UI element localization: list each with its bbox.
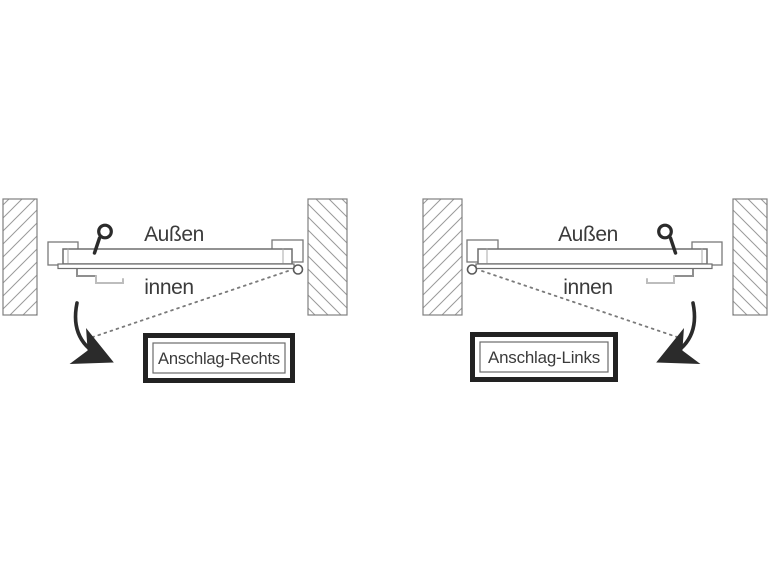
- lock-latch-step: [673, 265, 694, 277]
- lock-latch-step: [76, 265, 97, 277]
- caption-label: Anschlag-Rechts: [158, 349, 280, 368]
- swing-arrow: [69, 301, 114, 365]
- door-handle-stem: [92, 236, 102, 255]
- wall-left-hatched: [422, 198, 463, 316]
- caption-box-anschlag-rechts: Anschlag-Rechts: [143, 333, 295, 383]
- outside-label: Außen: [558, 223, 618, 246]
- caption-box-anschlag-links: Anschlag-Links: [470, 332, 618, 382]
- door-panel-end-lines: [486, 248, 703, 265]
- door-seal-bar: [475, 263, 713, 270]
- door-handle-stem: [668, 236, 678, 255]
- door-knob-icon: [97, 223, 113, 240]
- outside-label: Außen: [144, 223, 204, 246]
- lock-latch-step-2: [646, 275, 675, 284]
- door-seal-bar: [57, 263, 295, 270]
- hinge-pivot-circle: [292, 264, 304, 275]
- hinge-pivot-circle: [466, 264, 478, 275]
- inside-label: innen: [144, 276, 193, 299]
- door-panel: [477, 248, 708, 265]
- diagram-anschlag-rechts-geometry: [2, 198, 348, 365]
- door-panel: [62, 248, 293, 265]
- caption-label: Anschlag-Links: [488, 348, 600, 367]
- swing-arrow: [656, 301, 701, 365]
- lock-latch-step-2: [95, 275, 124, 284]
- diagram-anschlag-links-geometry: [422, 198, 768, 365]
- wall-right-hatched: [732, 198, 768, 316]
- wall-right-hatched: [307, 198, 348, 316]
- wall-left-hatched: [2, 198, 38, 316]
- swing-dotted-line: [92, 270, 289, 338]
- door-knob-icon: [657, 223, 673, 240]
- inside-label: innen: [563, 276, 612, 299]
- swing-dotted-line: [481, 270, 678, 338]
- caption-box-inner-border: [152, 342, 286, 374]
- caption-box-inner-border: [479, 341, 609, 373]
- door-panel-end-lines: [67, 248, 284, 265]
